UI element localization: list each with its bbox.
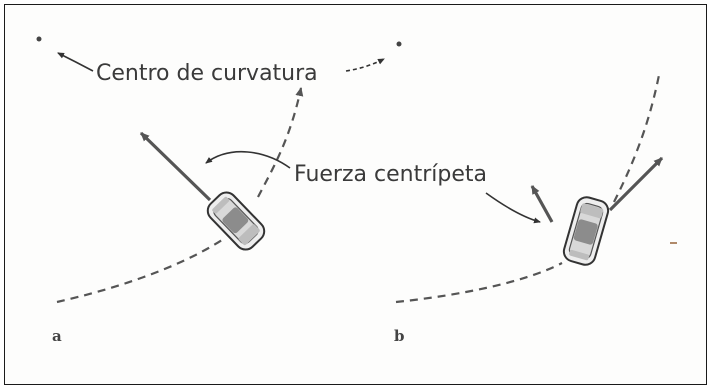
figure-frame [4,4,707,385]
panel-label-a: a [52,327,62,345]
velocity-arrow-a [257,87,304,198]
force-pointer-a [205,151,291,169]
label-pointer-right [345,58,385,72]
path-curve-b [395,262,563,304]
center-point-a [36,36,42,42]
car-a [206,191,266,251]
panel-label-b: b [394,327,405,345]
center-of-curvature-label: Centro de curvatura [96,61,318,86]
center-point-b [396,41,402,47]
velocity-arrow-b [608,156,664,212]
force-arrow-b [530,185,554,223]
force-pointer-b [485,192,541,224]
centripetal-force-label: Fuerza centrípeta [294,162,487,187]
label-pointer-left [57,52,94,72]
path-curve-b-upper [613,74,661,203]
force-arrow-a [139,131,212,202]
car-b [562,196,610,266]
path-curve-a [56,239,223,304]
